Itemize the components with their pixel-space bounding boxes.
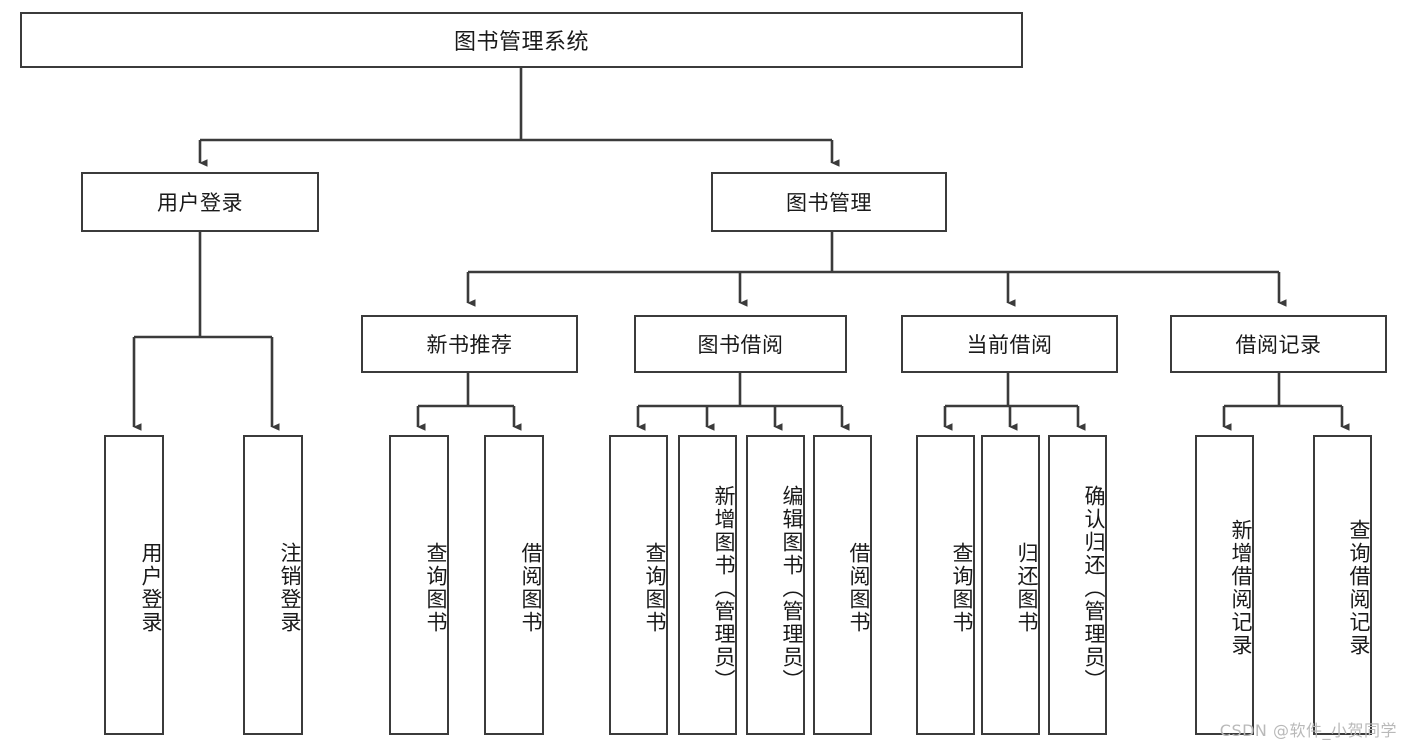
node-borrow-record[interactable]: 借阅记录 — [1170, 315, 1387, 373]
node-leaf-label: 查询图书 — [424, 542, 448, 634]
node-leaf-label: 编辑图书（管理员） — [780, 484, 804, 692]
node-leaf-logout[interactable]: 注销登录 — [243, 435, 303, 735]
node-book-management[interactable]: 图书管理 — [711, 172, 947, 232]
node-leaf-label: 查询图书 — [643, 542, 667, 634]
node-user-login[interactable]: 用户登录 — [81, 172, 319, 232]
node-leaf-label: 归还图书 — [1015, 542, 1039, 634]
node-leaf-label: 用户登录 — [139, 542, 163, 634]
node-leaf-label: 借阅图书 — [847, 542, 871, 634]
node-leaf-label: 查询图书 — [950, 542, 974, 634]
node-leaf-newbook-borrow-book[interactable]: 借阅图书 — [484, 435, 544, 735]
node-leaf-borrow-add-book-admin[interactable]: 新增图书（管理员） — [678, 435, 737, 735]
node-leaf-borrow-edit-book-admin[interactable]: 编辑图书（管理员） — [746, 435, 805, 735]
node-new-book-recommend[interactable]: 新书推荐 — [361, 315, 578, 373]
node-leaf-current-confirm-return-admin[interactable]: 确认归还（管理员） — [1048, 435, 1107, 735]
node-current-borrow[interactable]: 当前借阅 — [901, 315, 1118, 373]
node-leaf-record-add-record[interactable]: 新增借阅记录 — [1195, 435, 1254, 735]
node-leaf-record-query-record[interactable]: 查询借阅记录 — [1313, 435, 1372, 735]
node-root-system[interactable]: 图书管理系统 — [20, 12, 1023, 68]
node-leaf-label: 注销登录 — [278, 542, 302, 634]
node-leaf-label: 查询借阅记录 — [1347, 519, 1371, 657]
node-leaf-newbook-query-book[interactable]: 查询图书 — [389, 435, 449, 735]
node-leaf-label: 新增借阅记录 — [1229, 519, 1253, 657]
node-leaf-current-return-book[interactable]: 归还图书 — [981, 435, 1040, 735]
node-leaf-borrow-borrow-book[interactable]: 借阅图书 — [813, 435, 872, 735]
node-book-borrow[interactable]: 图书借阅 — [634, 315, 847, 373]
node-leaf-user-login[interactable]: 用户登录 — [104, 435, 164, 735]
node-leaf-current-query-book[interactable]: 查询图书 — [916, 435, 975, 735]
node-leaf-label: 确认归还（管理员） — [1082, 484, 1106, 692]
node-leaf-label: 借阅图书 — [519, 542, 543, 634]
node-leaf-borrow-query-book[interactable]: 查询图书 — [609, 435, 668, 735]
node-leaf-label: 新增图书（管理员） — [712, 484, 736, 692]
